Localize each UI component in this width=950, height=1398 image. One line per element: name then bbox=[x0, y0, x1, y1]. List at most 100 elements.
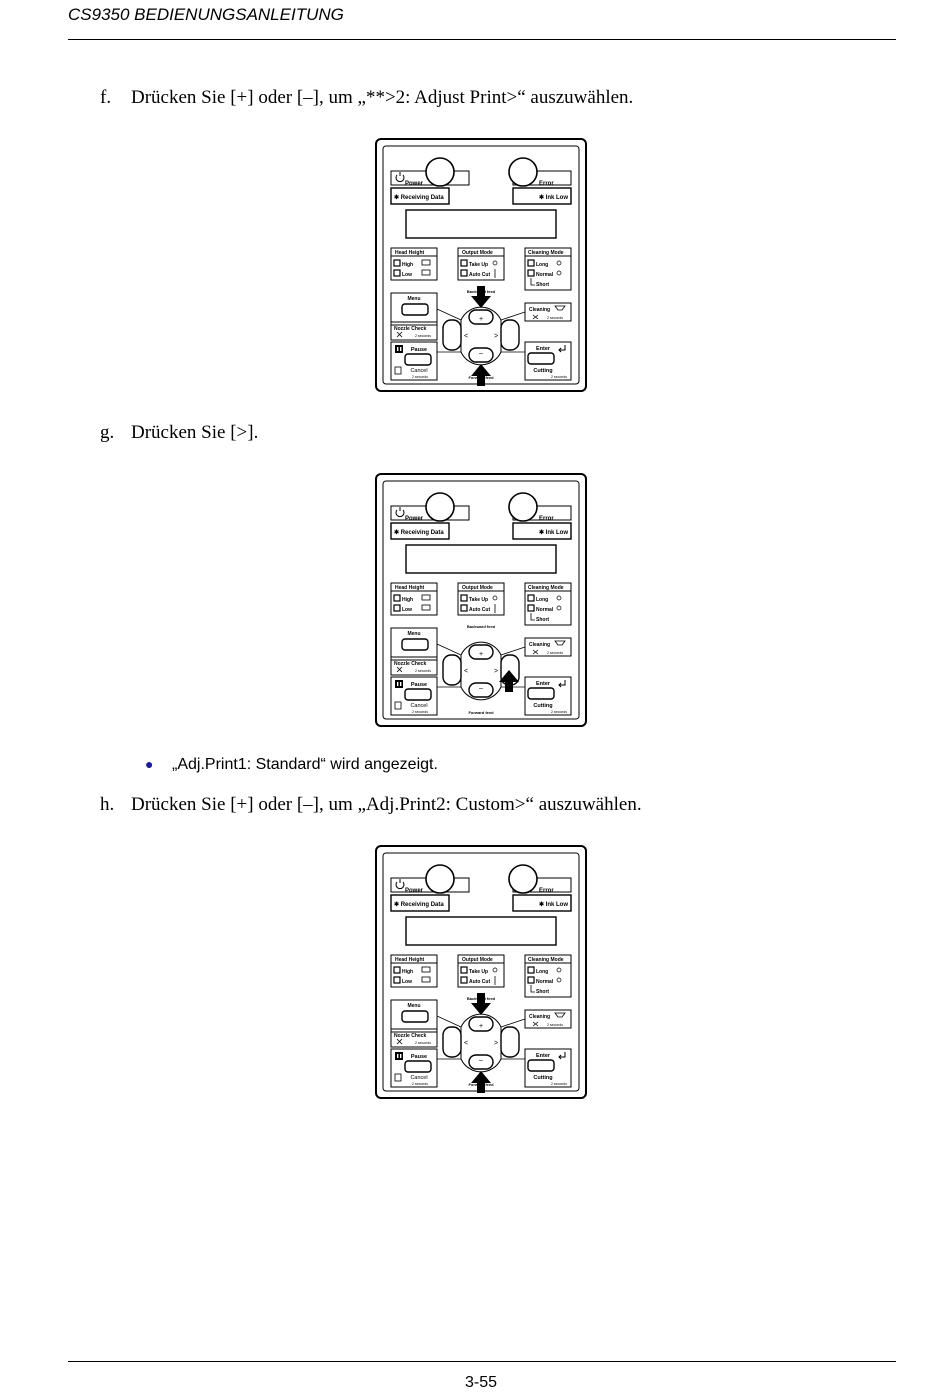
plus-button bbox=[468, 1016, 494, 1032]
enter-label: Enter bbox=[536, 681, 551, 687]
pause-frame bbox=[390, 1048, 438, 1088]
menu-button bbox=[401, 638, 429, 651]
power-button bbox=[425, 157, 455, 187]
wrench-icon bbox=[396, 666, 403, 673]
right-button bbox=[500, 1026, 520, 1058]
receiving-data-label: ✱ Receiving Data bbox=[394, 529, 444, 536]
normal-icon bbox=[556, 270, 562, 276]
error-label: Error bbox=[539, 181, 554, 187]
take-up-label: Take Up bbox=[469, 969, 488, 975]
high-label: High bbox=[402, 262, 413, 268]
error-label: Error bbox=[539, 888, 554, 894]
step-text: Drücken Sie [>]. bbox=[131, 422, 259, 443]
output-mode-frame bbox=[457, 247, 505, 281]
press-plus-arrow-icon bbox=[471, 993, 491, 1015]
normal-label: Normal bbox=[536, 979, 554, 985]
low-indicator bbox=[393, 269, 401, 277]
output-mode-frame bbox=[457, 582, 505, 616]
take-up-icon bbox=[492, 260, 498, 266]
power-icon bbox=[395, 879, 405, 890]
panel-inner-frame bbox=[382, 480, 580, 720]
wrench-icon bbox=[532, 1021, 539, 1027]
cancel-label: Cancel bbox=[410, 703, 427, 709]
ink-low-frame bbox=[512, 187, 572, 205]
normal-icon bbox=[556, 977, 562, 983]
plus-label: + bbox=[479, 316, 483, 323]
step-f: f.Drücken Sie [+] oder [–], um „**>2: Ad… bbox=[100, 87, 633, 109]
long-label: Long bbox=[536, 969, 548, 975]
panel-frame bbox=[375, 473, 587, 727]
cleaning-mode-label: Cleaning Mode bbox=[528, 250, 564, 256]
auto-cut-label: Auto Cut bbox=[469, 607, 490, 613]
cutting-label: Cutting bbox=[533, 1075, 552, 1081]
press-minus-arrow-icon bbox=[471, 1071, 491, 1093]
minus-button bbox=[468, 1054, 494, 1070]
pause-icon bbox=[395, 680, 403, 688]
head-height-frame bbox=[390, 582, 438, 616]
step-letter: g. bbox=[100, 422, 115, 443]
pause-button bbox=[404, 1060, 432, 1073]
nozzle-check-frame bbox=[390, 1028, 438, 1048]
power-label: Power bbox=[405, 888, 424, 894]
paper-high-icon bbox=[421, 259, 431, 266]
cutting-hold-label: 2 seconds bbox=[551, 1082, 567, 1086]
head-height-frame bbox=[390, 247, 438, 281]
trash-icon bbox=[394, 701, 402, 710]
long-icon bbox=[556, 595, 562, 601]
auto-cut-indicator bbox=[460, 976, 468, 984]
pause-label: Pause bbox=[411, 347, 427, 353]
long-indicator bbox=[527, 259, 535, 267]
minus-label: – bbox=[479, 685, 483, 692]
take-up-label: Take Up bbox=[469, 262, 488, 268]
take-up-icon bbox=[492, 595, 498, 601]
cancel-label: Cancel bbox=[410, 1075, 427, 1081]
press-minus-arrow-icon bbox=[471, 364, 491, 386]
high-indicator bbox=[393, 594, 401, 602]
bullet-note: ●„Adj.Print1: Standard“ wird angezeigt. bbox=[145, 756, 438, 774]
pause-icon bbox=[395, 345, 403, 353]
low-indicator bbox=[393, 976, 401, 984]
trash-icon bbox=[394, 1073, 402, 1082]
short-label: Short bbox=[536, 989, 549, 995]
normal-label: Normal bbox=[536, 272, 554, 278]
minus-label: – bbox=[479, 350, 483, 357]
low-label: Low bbox=[402, 272, 412, 278]
left-button bbox=[442, 319, 462, 351]
take-up-label: Take Up bbox=[469, 597, 488, 603]
normal-indicator bbox=[527, 604, 535, 612]
head-height-label: Head Height bbox=[395, 250, 425, 256]
paper-high-icon bbox=[421, 594, 431, 601]
ink-low-frame bbox=[512, 522, 572, 540]
enter-icon bbox=[558, 680, 566, 688]
menu-button bbox=[401, 303, 429, 316]
low-label: Low bbox=[402, 979, 412, 985]
bullet-dot: ● bbox=[145, 756, 154, 772]
high-indicator bbox=[393, 259, 401, 267]
menu-button bbox=[401, 1010, 429, 1023]
long-icon bbox=[556, 260, 562, 266]
cleaning-mode-label: Cleaning Mode bbox=[528, 957, 564, 963]
menu-label: Menu bbox=[407, 631, 420, 637]
enter-frame bbox=[524, 676, 572, 716]
cleaning-mode-frame bbox=[524, 247, 572, 291]
wrench-icon bbox=[396, 1038, 403, 1045]
left-button bbox=[442, 1026, 462, 1058]
receiving-data-label: ✱ Receiving Data bbox=[394, 194, 444, 201]
panel-frame bbox=[375, 845, 587, 1099]
step-text: Drücken Sie [+] oder [–], um „Adj.Print2… bbox=[131, 794, 642, 815]
short-label: Short bbox=[536, 617, 549, 623]
nozzle-check-frame bbox=[390, 656, 438, 676]
paper-low-icon bbox=[421, 976, 431, 983]
press-right-arrow-icon bbox=[499, 670, 519, 692]
cleaning-icon bbox=[554, 640, 566, 646]
power-button bbox=[425, 864, 455, 894]
